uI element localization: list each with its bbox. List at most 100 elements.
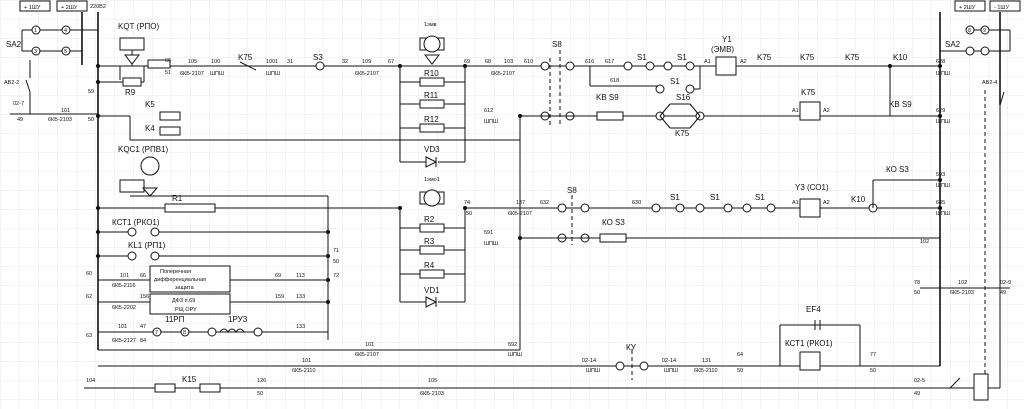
wire-50-b: 50 bbox=[466, 211, 472, 217]
tag-5: 5 bbox=[64, 49, 67, 55]
diode-vd3-icon bbox=[425, 156, 438, 168]
k75-a2: A2 bbox=[823, 108, 830, 114]
wire-02-14-a: 02-14 bbox=[582, 358, 596, 364]
wire-49-c: 49 bbox=[914, 391, 920, 397]
relay-kl1-label: KL1 (РП1) bbox=[128, 241, 166, 250]
wire-101-d: 101 bbox=[365, 342, 374, 348]
diode-vd1-icon bbox=[425, 296, 438, 308]
wire-101-e: 101 bbox=[302, 358, 311, 364]
resistor-r11-label: R11 bbox=[424, 91, 439, 100]
tag-7: 7 bbox=[155, 330, 158, 336]
relay-kqc1-label: KQC1 (РПВ1) bbox=[118, 145, 169, 154]
cable-shpsh-6: ШПШ bbox=[936, 183, 950, 189]
resistor-r12 bbox=[419, 123, 445, 133]
contact-k5: K5 bbox=[145, 100, 155, 109]
dfz-line-1: ДФЗ п.69 bbox=[172, 298, 195, 304]
contact-11rp: 11РП bbox=[165, 315, 185, 324]
contact-k75-c: K75 bbox=[800, 53, 815, 62]
s1c-t2 bbox=[685, 84, 695, 94]
wire-617: 617 bbox=[605, 59, 614, 65]
wire-49-b: 49 bbox=[1000, 290, 1006, 296]
contact-ko-s3: КО S3 bbox=[602, 218, 625, 227]
contact-k75-f: K75 bbox=[801, 88, 816, 97]
s1d-t2 bbox=[675, 203, 685, 213]
resistor-r1-label: R1 bbox=[172, 194, 183, 203]
lamp-mid-icon bbox=[423, 189, 441, 207]
resistor-r9-label: R9 bbox=[125, 88, 136, 97]
ko-s3-button bbox=[599, 233, 627, 243]
wire-50-c: 50 bbox=[333, 259, 339, 265]
wire-02-5: 02-5 bbox=[914, 378, 925, 384]
wire-84: 84 bbox=[140, 338, 146, 344]
wire-100: 100 bbox=[211, 59, 220, 65]
switch-av22-label: АВ2-2 bbox=[4, 80, 19, 86]
cable-shpsh-4: ШПШ bbox=[484, 119, 498, 125]
wire-628: 628 bbox=[936, 59, 945, 65]
switch-sa2-right-label: SA2 bbox=[945, 40, 961, 49]
dfz-box bbox=[149, 293, 231, 315]
wire-610: 610 bbox=[524, 59, 533, 65]
cable-6kv-2103-b: 6КБ-2103 bbox=[950, 290, 974, 296]
tag-3: 3 bbox=[34, 49, 37, 55]
fuse-ef4-label: EF4 bbox=[806, 305, 821, 314]
wire-101: 101 bbox=[61, 108, 70, 114]
k5-box bbox=[159, 111, 181, 121]
resistor-r3 bbox=[419, 245, 445, 255]
wire-50-d: 50 bbox=[737, 368, 743, 374]
cable-shpsh-10: ШПШ bbox=[586, 368, 600, 374]
contact-ko-s3-top: КО S3 bbox=[886, 165, 909, 174]
lamp-mid-label: 1эмо1 bbox=[424, 177, 440, 183]
wire-66-b: 66 bbox=[140, 273, 146, 279]
cable-shpsh-11: ШПШ bbox=[664, 368, 678, 374]
contact-k75-d: K75 bbox=[845, 53, 860, 62]
resistor-r4 bbox=[419, 269, 445, 279]
y1-a2: A2 bbox=[740, 59, 747, 65]
11rp-t3 bbox=[207, 327, 217, 337]
wire-02-9: 02-9 bbox=[1000, 280, 1011, 286]
wire-64: 64 bbox=[737, 352, 743, 358]
cable-shpsh-9: ШПШ bbox=[484, 241, 498, 247]
wire-77: 77 bbox=[870, 352, 876, 358]
relay-y3-label: Y3 (СО1) bbox=[795, 183, 829, 192]
wire-62: 62 bbox=[86, 294, 92, 300]
cable-shpsh-5: ШПШ bbox=[936, 119, 950, 125]
wire-133: 133 bbox=[296, 294, 305, 300]
s1a-t1 bbox=[623, 61, 633, 71]
relay-y1-coil bbox=[715, 56, 737, 76]
tag-1: 1 bbox=[34, 28, 37, 34]
wire-60: 60 bbox=[86, 271, 92, 277]
relay-kct1-right-coil bbox=[799, 351, 821, 371]
wire-63: 63 bbox=[86, 333, 92, 339]
wire-50-g: 50 bbox=[257, 391, 263, 397]
rail-label-plus-2shu: + 2ШУ bbox=[61, 5, 78, 11]
diode-vd1-label: VD1 bbox=[424, 286, 440, 295]
wire-616: 616 bbox=[585, 59, 594, 65]
wire-105: 105 bbox=[188, 59, 197, 65]
relay-y3-coil bbox=[799, 198, 821, 218]
cable-6kv-2107-b: 6КБ-2107 bbox=[355, 71, 379, 77]
wire-101-c: 101 bbox=[118, 324, 127, 330]
contact-s1-e: S1 bbox=[710, 193, 720, 202]
k4-box bbox=[159, 126, 181, 136]
lamp-top-label: 1эмв bbox=[424, 22, 437, 28]
cable-shpsh-1: ШПШ bbox=[210, 71, 224, 77]
kqt-diode-icon bbox=[123, 54, 141, 65]
resistor-r11 bbox=[419, 99, 445, 109]
cable-shpsh-7: ШПШ bbox=[936, 211, 950, 217]
diff-protect-line-2: дифференциальная bbox=[154, 277, 206, 283]
wire-59: 59 bbox=[88, 89, 94, 95]
resistor-r2 bbox=[419, 223, 445, 233]
cable-6kv-2107-e: 6КБ-2107 bbox=[355, 352, 379, 358]
switch-sa2-left-label: SA2 bbox=[6, 40, 22, 49]
rail-label-plus-2shu-right: + 2ШУ bbox=[959, 5, 976, 11]
tag-8-b: 8 bbox=[183, 330, 186, 336]
cable-6kv-2103-c: 6КБ-2103 bbox=[420, 391, 444, 397]
lamp-box-left bbox=[147, 59, 171, 69]
contact-kv-s9-left: KB S9 bbox=[596, 93, 619, 102]
diode-vd3-label: VD3 bbox=[424, 145, 440, 154]
cable-6kv-2110-b: 6КБ-2110 bbox=[694, 368, 718, 374]
resistor-r10-label: R10 bbox=[424, 69, 439, 78]
wire-32: 32 bbox=[342, 59, 348, 65]
resistor-r12-label: R12 bbox=[424, 115, 439, 124]
